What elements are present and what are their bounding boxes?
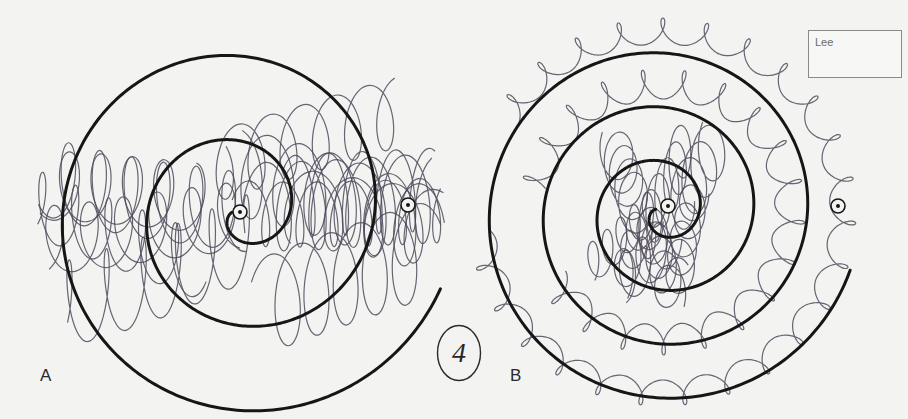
symbol-ring	[401, 198, 415, 212]
loop-paths-b	[477, 18, 856, 405]
loop-path	[600, 132, 650, 233]
spiral-line	[489, 53, 850, 398]
name-box: Lee	[808, 30, 902, 78]
loop-path	[216, 78, 395, 199]
symbol-dot	[238, 210, 242, 214]
page-number-circle: 4	[436, 324, 482, 382]
box-text: Lee	[815, 36, 895, 48]
hand-circle	[438, 326, 481, 381]
spiral-curves	[62, 53, 850, 411]
field-out-symbol	[233, 205, 247, 219]
field-out-symbol	[661, 199, 675, 213]
circled-number: 4	[452, 337, 466, 369]
symbol-ring	[831, 199, 845, 213]
spiral-line	[62, 55, 440, 410]
field-out-symbol	[831, 199, 845, 213]
symbol-dot	[406, 203, 410, 207]
loop-path	[477, 18, 856, 405]
loop-path	[242, 155, 432, 251]
symbol-ring	[233, 205, 247, 219]
symbol-dot	[666, 204, 670, 208]
symbol-dot	[836, 204, 840, 208]
loop-path	[284, 148, 435, 237]
field-out-symbol	[401, 198, 415, 212]
loop-path	[523, 70, 804, 355]
panel-letter: A	[40, 366, 51, 386]
field-symbols	[233, 198, 845, 219]
panel-letter: B	[510, 366, 521, 386]
symbol-ring	[661, 199, 675, 213]
